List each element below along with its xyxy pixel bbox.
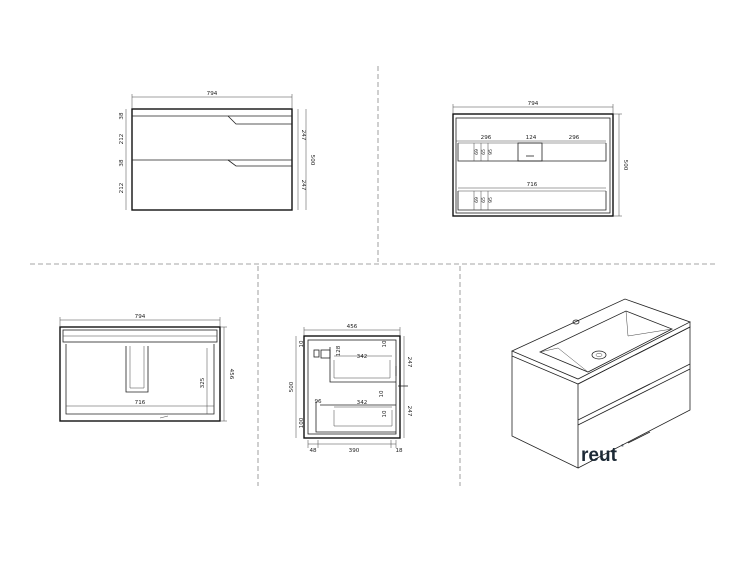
brand-name: reut xyxy=(581,445,618,466)
top-width-dim: 794 xyxy=(135,314,146,320)
back-lower-depth-1: 69 xyxy=(474,197,480,203)
top-inner-width-dim: 716 xyxy=(135,400,146,406)
front-width-dim: 794 xyxy=(207,91,218,97)
side-depth-dim: 456 xyxy=(347,324,358,330)
side-section-view: 456 10 128 342 10 247 247 500 96 342 10 … xyxy=(289,324,412,454)
front-total-height-dim: 500 xyxy=(309,155,315,166)
back-total-height-dim: 500 xyxy=(622,160,628,171)
side-bottom-dim-3: 18 xyxy=(395,448,403,454)
front-left-dim-1: 38 xyxy=(119,112,125,120)
brand-registered-mark: ® xyxy=(621,443,624,448)
top-total-depth-dim: 456 xyxy=(228,369,234,380)
side-upper-gap-dim: 10 xyxy=(299,340,305,348)
side-total-height-dim: 500 xyxy=(289,381,295,392)
back-top-width-3: 296 xyxy=(569,135,580,141)
back-width-dim: 794 xyxy=(528,101,539,107)
side-lower-drawer-depth-dim: 342 xyxy=(357,400,368,406)
side-bottom-dim-1: 48 xyxy=(309,448,317,454)
side-lower-offset-dim: 96 xyxy=(314,399,322,405)
back-lower-depth-3: 95 xyxy=(488,197,494,203)
side-bottom-dim-2: 390 xyxy=(349,448,360,454)
side-upper-drawer-depth-dim: 342 xyxy=(357,354,368,360)
back-upper-depth-1: 69 xyxy=(474,149,480,155)
back-top-width-2: 124 xyxy=(526,135,537,141)
side-drawer-height-2: 247 xyxy=(406,406,412,417)
top-view: 794 716 325 456 xyxy=(59,314,234,422)
back-top-width-1: 296 xyxy=(481,135,492,141)
back-upper-depth-2: 65 xyxy=(481,149,487,155)
back-lower-depth-2: 65 xyxy=(481,197,487,203)
front-left-dim-2: 212 xyxy=(119,134,125,145)
side-base-dim: 100 xyxy=(299,417,305,428)
back-view: 794 296 124 296 69 65 95 716 69 65 95 50… xyxy=(452,101,628,217)
side-upper-offset-dim: 128 xyxy=(336,345,342,356)
reut-logo: reut ® xyxy=(581,443,624,466)
front-right-dim-2: 247 xyxy=(300,180,306,191)
isometric-product-view xyxy=(511,298,692,469)
back-upper-depth-3: 95 xyxy=(488,149,494,155)
front-left-dim-4: 212 xyxy=(119,183,125,194)
front-view: 794 38 212 38 212 247 247 500 xyxy=(119,91,315,211)
view-separators xyxy=(30,66,716,486)
side-lower-right-dim: 10 xyxy=(379,390,385,398)
side-upper-right-dim: 10 xyxy=(382,340,388,348)
top-inner-depth-dim: 325 xyxy=(200,377,206,388)
side-drawer-height-1: 247 xyxy=(406,357,412,368)
back-inner-width-dim: 716 xyxy=(527,182,538,188)
front-right-dim-1: 247 xyxy=(300,130,306,141)
front-left-dim-3: 38 xyxy=(119,159,125,167)
side-lower-left-dim: 10 xyxy=(382,410,388,418)
